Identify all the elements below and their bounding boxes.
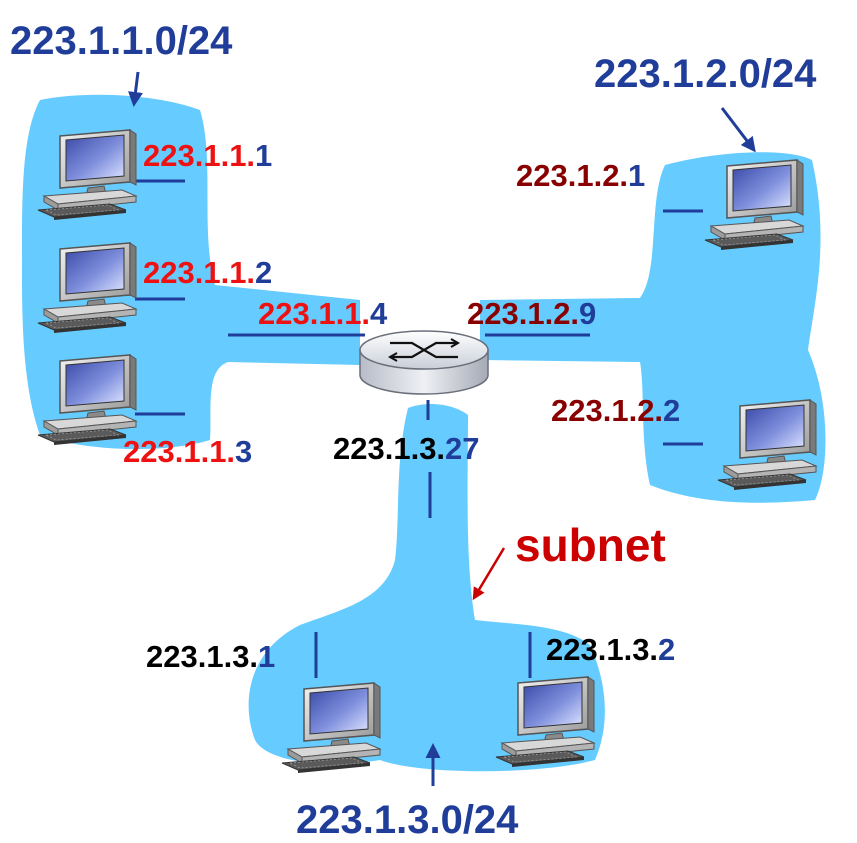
- ip-address-223-1-1-4: 223.1.1.4: [258, 296, 388, 331]
- ip-address-223-1-2-9: 223.1.2.9: [467, 296, 596, 331]
- ip-address-223-1-2-1: 223.1.2.1: [516, 158, 645, 193]
- ip-address-223-1-3-27: 223.1.3.27: [333, 431, 480, 466]
- ip-address-223-1-3-1: 223.1.3.1: [146, 639, 275, 674]
- subnet-label-223-1-1: 223.1.1.0/24: [10, 19, 233, 63]
- ip-address-223-1-2-2: 223.1.2.2: [551, 393, 680, 428]
- subnet-callout-label: subnet: [515, 519, 666, 571]
- subnet-label-223-1-3: 223.1.3.0/24: [296, 798, 519, 842]
- subnet-label-223-1-2: 223.1.2.0/24: [594, 52, 817, 96]
- arrow-subnet-callout: [474, 548, 504, 598]
- ip-address-223-1-1-3: 223.1.1.3: [123, 434, 252, 469]
- ip-address-223-1-1-1: 223.1.1.1: [143, 138, 272, 173]
- ip-address-223-1-3-2: 223.1.3.2: [546, 632, 675, 667]
- ip-address-223-1-1-2: 223.1.1.2: [143, 255, 272, 290]
- arrow-subnet-223-1-2: [722, 108, 754, 150]
- router-icon: [360, 331, 488, 394]
